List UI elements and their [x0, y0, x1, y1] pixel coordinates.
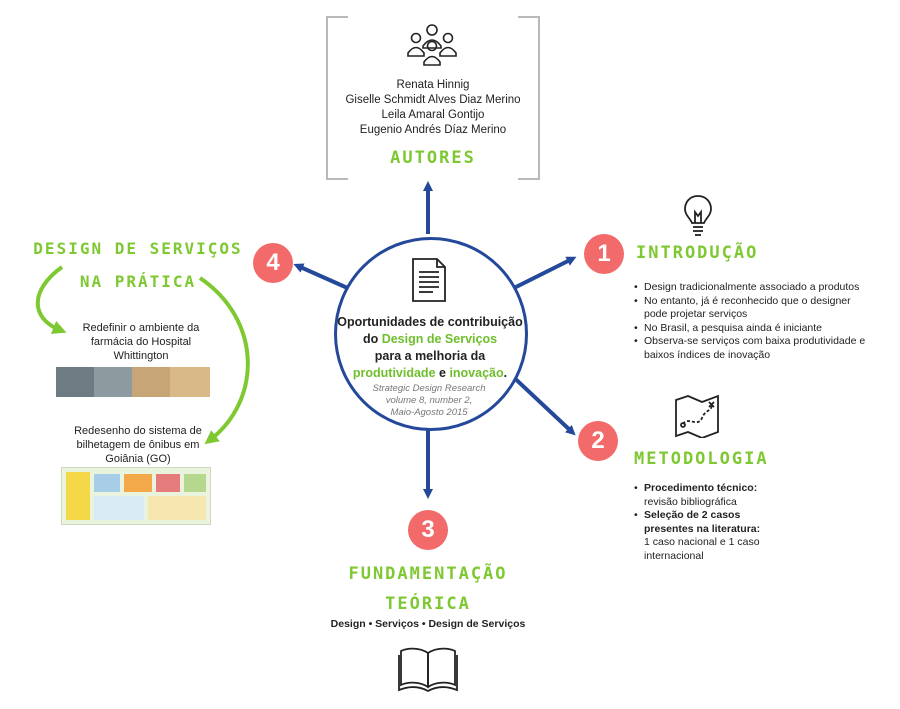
center-title: Oportunidades de contribuição do Design … [336, 314, 524, 382]
section2-item2-bold: Seleção de 2 casos presentes na literatu… [644, 509, 761, 535]
authors-bracket-left [326, 16, 348, 180]
section3-title: FUNDAMENTAÇÃO TEÓRICA [318, 559, 538, 619]
list-item: No Brasil, a pesquisa ainda é iniciante [634, 322, 870, 336]
poster-block [184, 474, 206, 492]
center-title-conj: e [435, 366, 450, 380]
list-item: No entanto, já é reconhecido que o desig… [634, 295, 870, 322]
journal-info: Strategic Design Research volume 8, numb… [350, 383, 508, 419]
case1-text: Redefinir o ambiente da farmácia do Hosp… [82, 322, 200, 362]
section2-bullets: Procedimento técnico:revisão bibliográfi… [634, 482, 784, 563]
authors-list: Renata Hinnig Giselle Schmidt Alves Diaz… [338, 78, 528, 138]
author-name: Leila Amaral Gontijo [381, 109, 485, 121]
list-item: Design tradicionalmente associado a prod… [634, 281, 870, 295]
case1-photo [56, 367, 94, 397]
case1-photo [170, 367, 210, 397]
poster-block [94, 474, 120, 492]
poster-block [148, 496, 206, 520]
people-group-icon [407, 24, 457, 66]
open-book-icon [398, 647, 458, 693]
section4-title: DESIGN DE SERVIÇOS NA PRÁTICA [30, 232, 246, 298]
lightbulb-icon [684, 195, 712, 236]
document-icon [412, 258, 446, 302]
section2-item1-text: revisão bibliográfica [644, 495, 737, 508]
arrow-upleft [293, 263, 353, 292]
center-title-line1: Oportunidades de contribuição [337, 315, 523, 329]
arrow-downright [506, 370, 576, 436]
author-name: Renata Hinnig [396, 79, 470, 91]
authors-title: AUTORES [390, 148, 476, 168]
center-title-end: . [503, 366, 508, 380]
green-curve-left [35, 265, 67, 334]
section2-item1-bold: Procedimento técnico: [644, 482, 758, 494]
case1-photo [94, 367, 132, 397]
section2-title: METODOLOGIA [634, 449, 769, 469]
list-item: Procedimento técnico:revisão bibliográfi… [634, 482, 784, 509]
list-item: Observa-se serviços com baixa produtivid… [634, 335, 870, 362]
list-item: Seleção de 2 casos presentes na literatu… [634, 509, 784, 563]
section3-badge: 3 [408, 510, 448, 550]
poster-block [66, 472, 90, 520]
journal-line3: Maio-Agosto 2015 [390, 407, 468, 418]
journal-line1: Strategic Design Research [372, 383, 486, 394]
section2-badge: 2 [578, 421, 618, 461]
case2-text: Redesenho do sistema de bilhetagem de ôn… [74, 425, 202, 465]
section3-title-line1: FUNDAMENTAÇÃO [348, 564, 508, 584]
case1-photo [132, 367, 170, 397]
section4-title-line2: NA PRÁTICA [79, 272, 197, 291]
center-title-prefix: do [362, 332, 382, 346]
map-icon [675, 394, 719, 438]
section2-item2-text: 1 caso nacional e 1 caso internacional [644, 536, 760, 562]
section1-title: INTRODUÇÃO [636, 243, 759, 263]
section4-badge: 4 [253, 243, 293, 283]
center-title-highlight: Design de Serviços [381, 332, 498, 346]
poster-block [156, 474, 180, 492]
case2-poster [61, 467, 211, 525]
section3-title-line2: TEÓRICA [385, 594, 471, 614]
poster-block [94, 496, 144, 520]
center-title-line4: produtividade e inovação. [336, 365, 524, 382]
author-name: Eugenio Andrés Díaz Merino [359, 124, 507, 136]
journal-line2: volume 8, number 2, [385, 395, 473, 406]
section3-subtitle: Design • Serviços • Design de Serviços [330, 618, 526, 630]
poster-block [124, 474, 152, 492]
center-title-inovacao: inovação [449, 366, 504, 380]
center-title-produtividade: produtividade [352, 366, 436, 380]
section4-title-line1: DESIGN DE SERVIÇOS [33, 239, 243, 258]
authors-bracket-right [518, 16, 540, 180]
center-title-line2: do Design de Serviços [336, 331, 524, 348]
green-curve-right [198, 276, 250, 445]
case1-photo-strip [56, 367, 210, 397]
center-title-line3: para a melhoria da [374, 349, 486, 363]
arrow-upright [505, 256, 577, 294]
section1-badge: 1 [584, 234, 624, 274]
author-name: Giselle Schmidt Alves Diaz Merino [345, 94, 521, 106]
section1-bullets: Design tradicionalmente associado a prod… [634, 281, 870, 362]
